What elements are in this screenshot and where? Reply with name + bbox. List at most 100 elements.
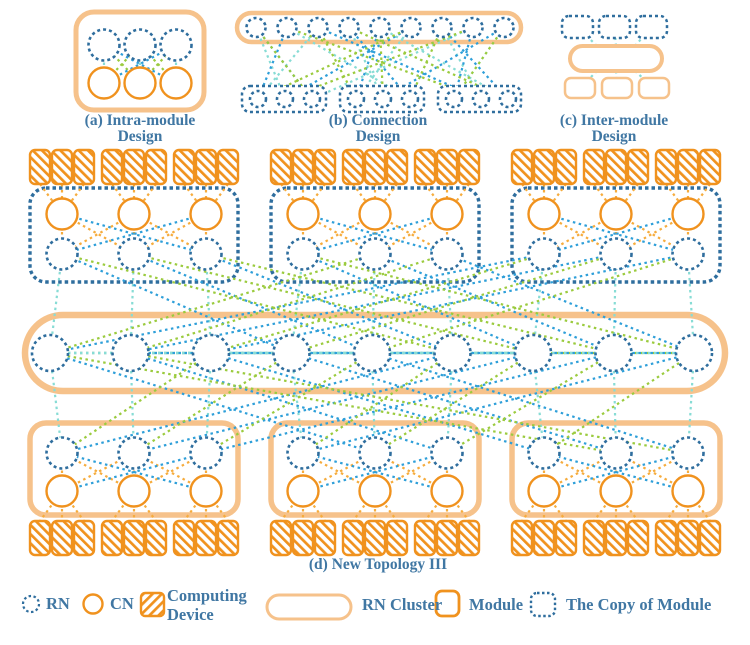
computing-device-icon bbox=[532, 148, 556, 186]
computing-device-icon bbox=[50, 148, 74, 186]
rn-node bbox=[358, 237, 392, 271]
computing-device-icon bbox=[100, 519, 124, 557]
inter-edge bbox=[130, 351, 689, 455]
computing-device-icon bbox=[510, 519, 534, 557]
inter-edge bbox=[133, 252, 373, 355]
rn-node bbox=[527, 237, 561, 271]
rn-node bbox=[373, 89, 393, 109]
computing-device-icon bbox=[172, 519, 196, 557]
inter-edge bbox=[133, 252, 534, 355]
rn-node bbox=[117, 436, 151, 470]
cn-node bbox=[671, 474, 705, 508]
rn-node bbox=[513, 333, 553, 373]
computing-device-icon bbox=[435, 519, 459, 557]
inter-edge bbox=[446, 252, 695, 355]
rn-node bbox=[599, 237, 633, 271]
inter-edge bbox=[130, 351, 448, 455]
rn-node bbox=[286, 237, 320, 271]
copy-module-box bbox=[560, 14, 595, 40]
inter-edge bbox=[531, 253, 546, 354]
rn-node bbox=[433, 333, 472, 373]
computing-device-icon bbox=[457, 148, 481, 186]
panel-a bbox=[73, 9, 207, 113]
inter-edge bbox=[686, 253, 696, 354]
edge-line bbox=[354, 27, 382, 100]
module-box bbox=[600, 76, 634, 100]
inter-edge bbox=[210, 351, 545, 455]
inter-edge bbox=[205, 352, 373, 454]
computing-device-icon bbox=[216, 148, 240, 186]
rn-node bbox=[189, 436, 223, 470]
computing-device-icon bbox=[604, 519, 628, 557]
cn-node bbox=[358, 197, 392, 231]
computing-device-icon bbox=[122, 519, 146, 557]
inter-edge bbox=[204, 253, 213, 354]
cn-node bbox=[599, 474, 633, 508]
cn-node bbox=[45, 197, 79, 231]
computing-device-icon bbox=[676, 148, 700, 186]
computing-device-icon bbox=[698, 519, 722, 557]
inter-edge bbox=[61, 252, 453, 355]
rn-node bbox=[352, 333, 392, 373]
rn-cluster bbox=[21, 311, 729, 395]
rn-node bbox=[123, 28, 157, 62]
computing-device-icon bbox=[626, 148, 650, 186]
inter-edge bbox=[204, 352, 213, 454]
computing-device-icon bbox=[510, 148, 534, 186]
edge-line bbox=[257, 26, 412, 100]
edge-line bbox=[254, 27, 287, 100]
legend-cn-label: CN bbox=[110, 594, 134, 613]
legend bbox=[21, 589, 557, 621]
computing-device-icon bbox=[582, 519, 606, 557]
rn-node bbox=[430, 436, 464, 470]
inter-edge bbox=[205, 351, 614, 455]
inter-edge bbox=[129, 352, 136, 454]
edge-line bbox=[348, 27, 384, 100]
caption-panel-d-line1: (d) New Topology III bbox=[308, 556, 448, 573]
edge-line bbox=[441, 26, 509, 100]
cn-node bbox=[671, 197, 705, 231]
computing-device-icon bbox=[72, 519, 96, 557]
inter-edge bbox=[370, 352, 377, 454]
computing-device-icon bbox=[532, 519, 556, 557]
rn-node bbox=[671, 436, 705, 470]
inter-edge bbox=[302, 252, 695, 355]
rn-node bbox=[462, 16, 484, 39]
rn-node bbox=[498, 89, 518, 109]
rn-node bbox=[674, 333, 714, 373]
legend-module-label: Module bbox=[469, 595, 524, 614]
intra-edge bbox=[61, 451, 207, 493]
inter-edge bbox=[612, 253, 618, 354]
inter-edge bbox=[290, 352, 305, 454]
inter-edge bbox=[205, 252, 614, 355]
rn-node bbox=[431, 16, 453, 39]
rn-node bbox=[245, 16, 267, 39]
cn-node bbox=[117, 474, 151, 508]
rn-node bbox=[45, 436, 79, 470]
computing-device-icon bbox=[194, 519, 218, 557]
intra-edge bbox=[302, 212, 448, 256]
cn-node bbox=[87, 66, 121, 100]
cn-node bbox=[527, 474, 561, 508]
intra-edge bbox=[543, 451, 689, 493]
inter-edge bbox=[531, 352, 546, 454]
computing-device-icon bbox=[313, 519, 337, 557]
panel-b bbox=[234, 10, 524, 114]
caption-panel-c-line1: (c) Inter-module bbox=[559, 112, 669, 129]
copy-module-box bbox=[597, 14, 632, 40]
rn-node bbox=[45, 237, 79, 271]
intra-edge bbox=[61, 212, 207, 256]
cn-node bbox=[189, 197, 223, 231]
inter-edge bbox=[133, 351, 534, 455]
computing-device-icon bbox=[385, 148, 409, 186]
inter-edge bbox=[290, 253, 305, 354]
computing-device-icon bbox=[554, 148, 578, 186]
inter-edge bbox=[374, 352, 534, 454]
inter-edge bbox=[61, 351, 453, 455]
legend-cn-icon bbox=[82, 593, 104, 615]
rn-node bbox=[117, 237, 151, 271]
computing-device-icon bbox=[554, 519, 578, 557]
rn-node bbox=[191, 333, 231, 373]
computing-device-icon bbox=[72, 148, 96, 186]
